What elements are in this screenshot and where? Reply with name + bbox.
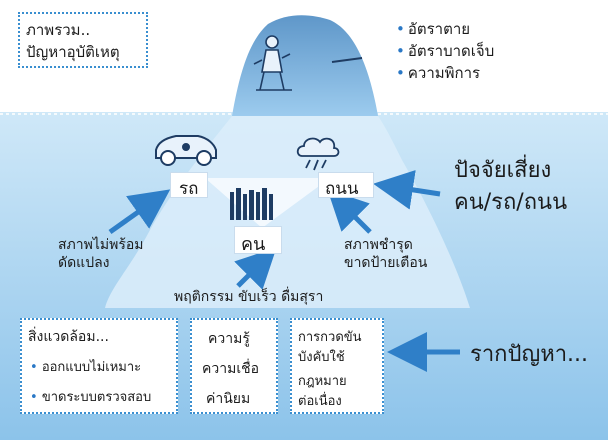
knowledge-item: ค่านิยม — [206, 391, 251, 407]
arrow-vehicle-note — [108, 189, 171, 235]
storm-cloud-icon — [296, 137, 340, 171]
knowledge-item: ความรู้ — [208, 331, 250, 347]
enforcement-item: บังคับใช้ — [298, 350, 345, 365]
enforcement-item: กฎหมาย — [298, 374, 347, 389]
car-icon — [155, 135, 217, 166]
arrow-risk-factors — [373, 170, 441, 210]
vehicle-label: รถ — [170, 172, 208, 199]
person-note: พฤติกรรม ขับเร็ว ดื่มสุรา — [174, 289, 324, 305]
road-note-line2: ขาดป้ายเตือน — [344, 255, 428, 271]
road-label: ถนน — [318, 172, 374, 199]
risk-factors-title-line1: ปัจจัยเสี่ยง — [454, 158, 552, 183]
environment-title: สิ่งแวดล้อม... — [28, 329, 109, 345]
iceberg-tip — [232, 15, 378, 117]
environment-item: • ออกแบบไม่เหมาะ — [30, 360, 142, 375]
root-cause-label: รากปัญหา... — [470, 342, 589, 367]
overview-box: ภาพรวม.. ปัญหาอุบัติเหตุ — [18, 12, 148, 68]
road-note-line1: สภาพชำรุด — [344, 237, 413, 253]
vehicle-note-line1: สภาพไม่พร้อม — [58, 237, 144, 253]
vehicle-note-line2: ดัดแปลง — [58, 255, 110, 271]
environment-box: สิ่งแวดล้อม... • ออกแบบไม่เหมาะ • ขาดระบ… — [20, 318, 178, 414]
iceberg-body — [105, 116, 470, 308]
enforcement-item: การกวดขัน — [298, 330, 362, 345]
arrow-road-note — [327, 189, 372, 234]
enforcement-item: ต่อเนื่อง — [298, 394, 342, 409]
overview-line1: ภาพรวม.. — [26, 21, 91, 39]
crowd-icon — [230, 188, 273, 220]
knowledge-box: ความรู้ ความเชื่อ ค่านิยม — [190, 318, 278, 414]
stick-icon — [331, 57, 363, 63]
overview-line2: ปัญหาอุบัติเหตุ — [26, 43, 120, 61]
enforcement-box: การกวดขัน บังคับใช้ กฎหมาย ต่อเนื่อง — [290, 318, 384, 414]
risk-factors-title-line2: คน/รถ/ถนน — [454, 190, 568, 215]
arrow-person-note — [234, 247, 277, 290]
outcome-item: •ความพิการ — [396, 64, 481, 82]
outcome-item: •อัตราบาดเจ็บ — [396, 42, 495, 60]
environment-item: • ขาดระบบตรวจสอบ — [30, 390, 152, 405]
outcome-item: •อัตราตาย — [396, 20, 471, 38]
outcomes-list: •อัตราตาย •อัตราบาดเจ็บ •ความพิการ — [396, 18, 494, 84]
victim-figure-icon — [253, 35, 292, 91]
person-label: คน — [234, 226, 282, 255]
knowledge-item: ความเชื่อ — [202, 361, 260, 377]
